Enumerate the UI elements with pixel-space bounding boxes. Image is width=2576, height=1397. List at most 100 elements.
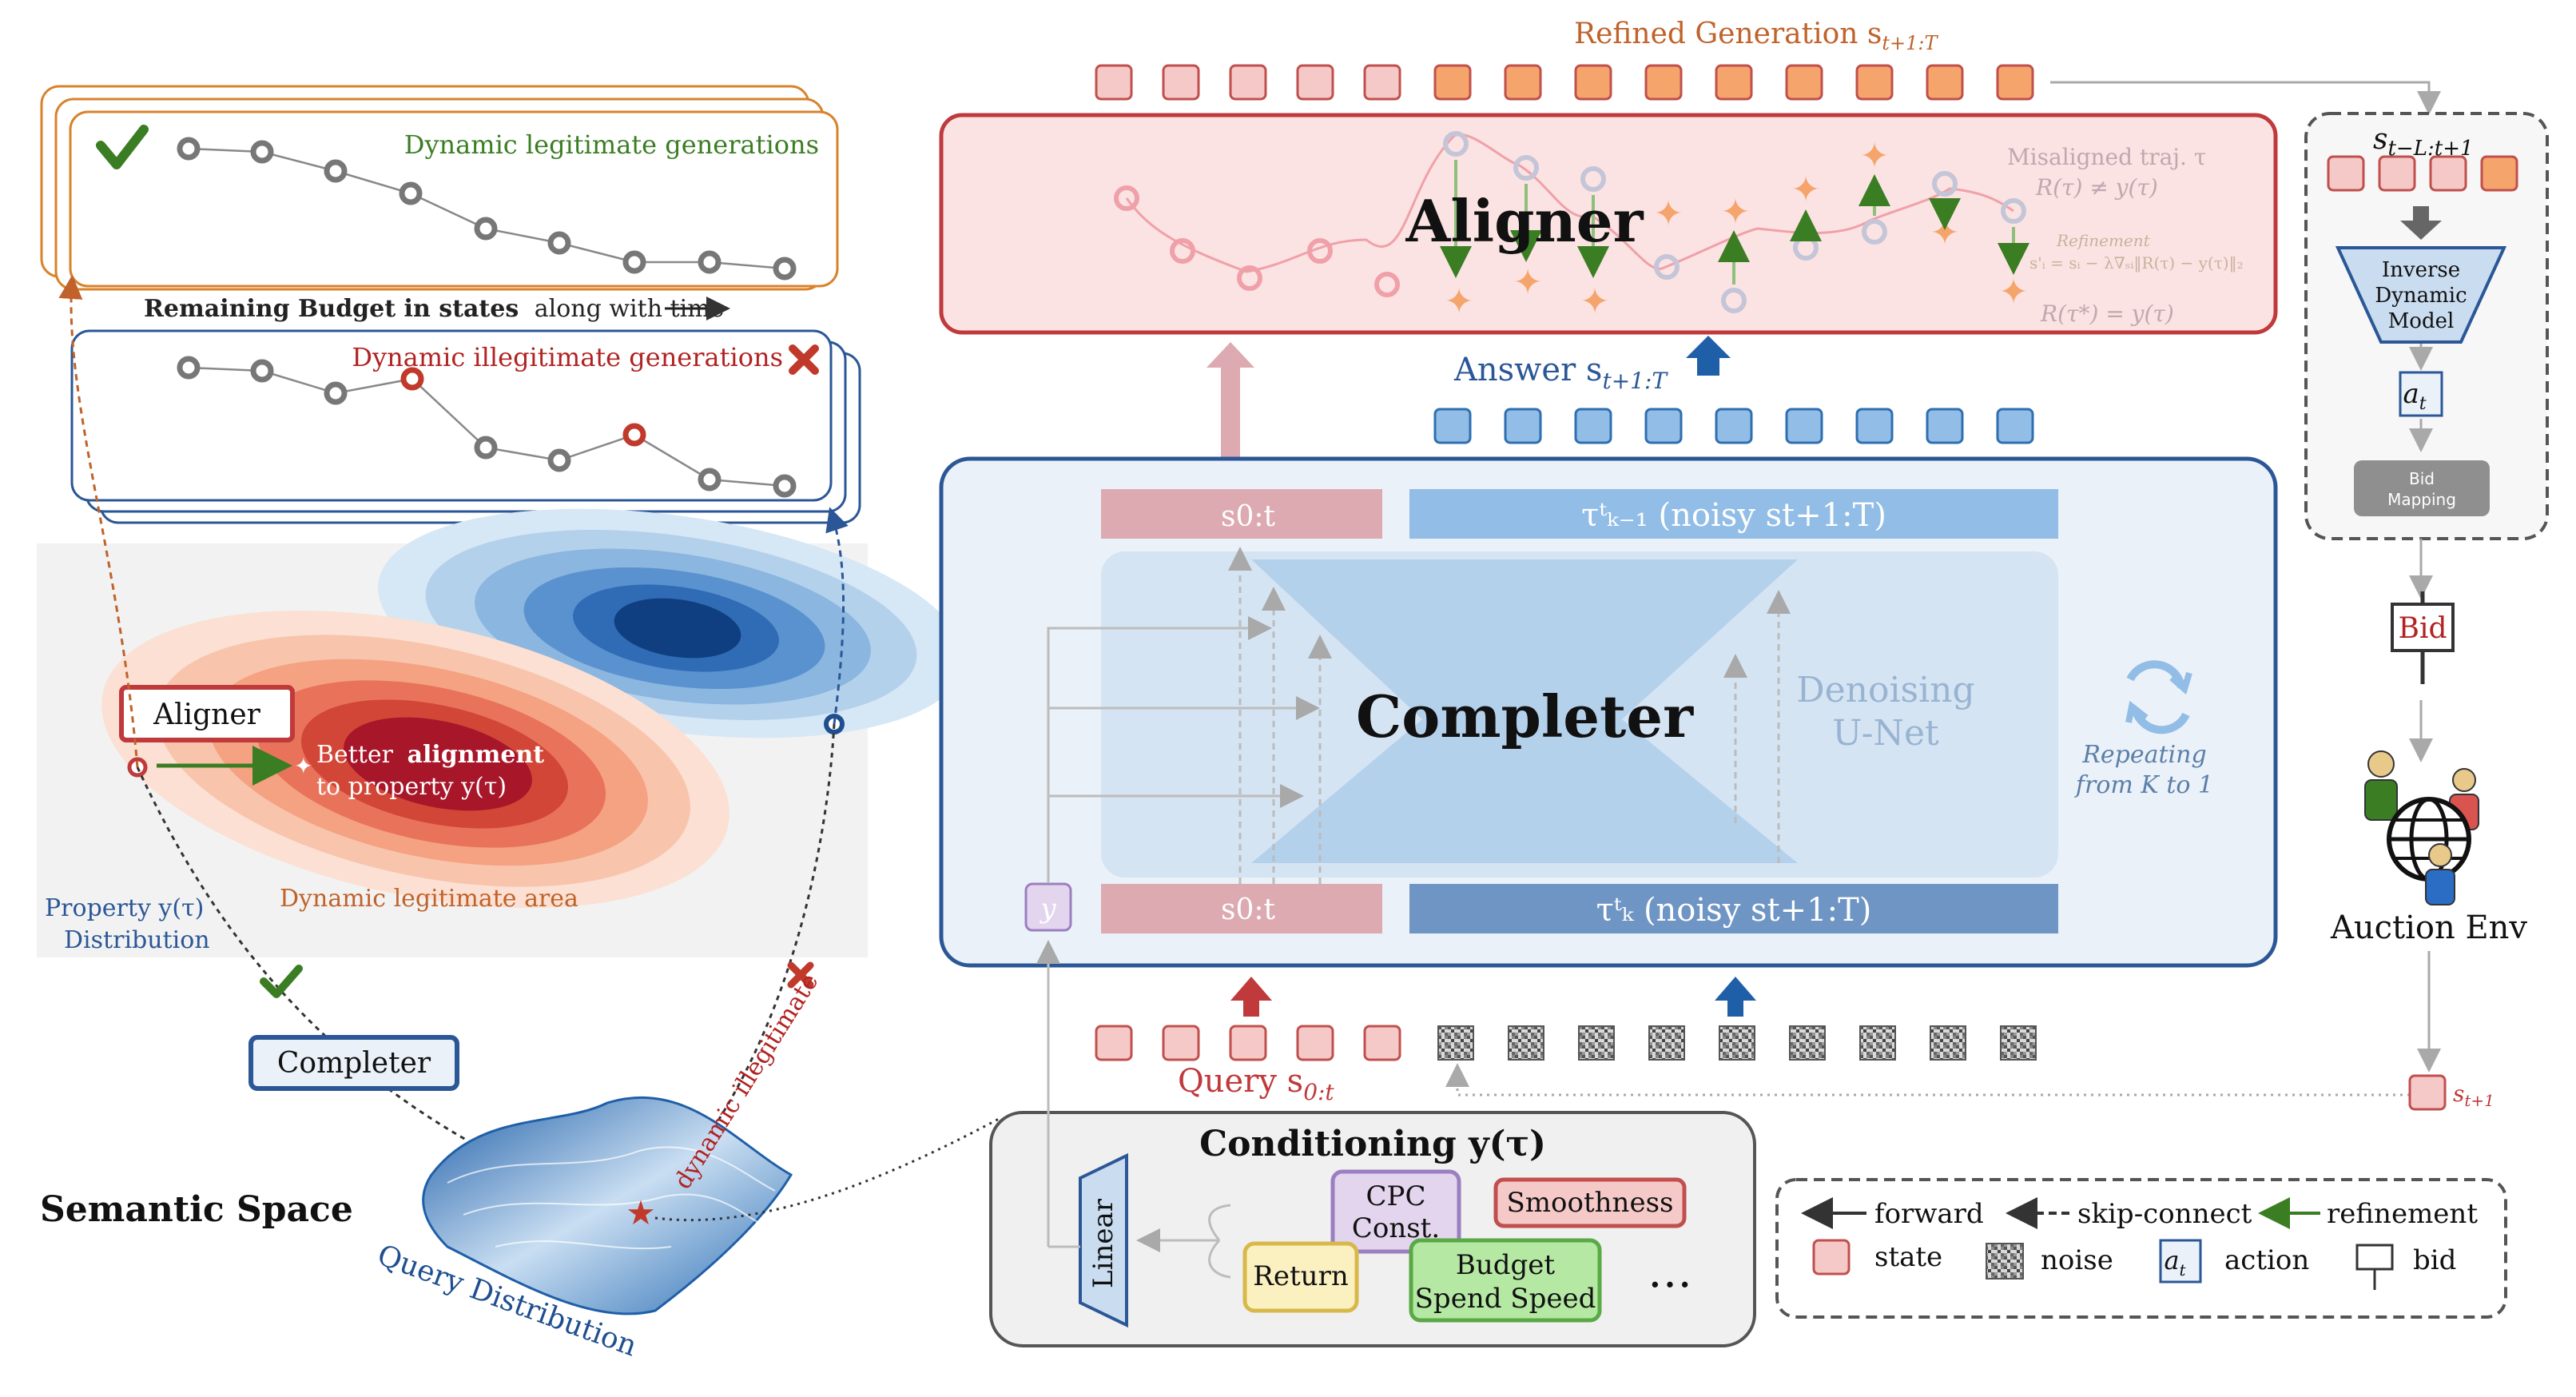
bid-sign	[2391, 591, 2455, 684]
legend-action-swatch	[2159, 1239, 2202, 1284]
aligner-box	[939, 113, 2278, 335]
illegit-caption: Dynamic illegitimate generations	[352, 342, 783, 372]
svg-text:✦: ✦	[1580, 281, 1610, 322]
refinement-formula: s'ᵢ = sᵢ − λ∇ₛᵢ‖R(τ) − y(τ)‖₂	[2029, 253, 2244, 273]
cpc-label-1: CPC	[1366, 1180, 1426, 1212]
cross-icon	[787, 961, 814, 989]
refined-generation-label: Refined Generation st+1:T	[1574, 18, 1939, 54]
bid-label: Bid	[2398, 612, 2447, 645]
cpc-box	[1330, 1169, 1461, 1254]
refinement-label: Refinement	[2056, 231, 2151, 250]
inverse-label-1: Inverse	[2382, 258, 2460, 282]
legend-bid-label: bid	[2413, 1244, 2456, 1276]
conditioning-title: Conditioning y(τ)	[1199, 1124, 1546, 1164]
legend: forward skip-connect refinement state no…	[1775, 1178, 2507, 1319]
action-box	[2399, 371, 2443, 417]
answer-states	[1433, 408, 2034, 444]
legend-box	[1775, 1178, 2507, 1319]
repeating-label-2: from K to 1	[2074, 771, 2213, 799]
skip-connections	[1228, 547, 1791, 884]
misaligned-label: Misaligned traj. τ	[2007, 144, 2206, 170]
repeating-label-1: Repeating	[2081, 741, 2206, 769]
repeat-icon	[2125, 660, 2192, 734]
auction-env-label: Auction Env	[2330, 909, 2527, 946]
svg-text:✦: ✦	[1654, 193, 1684, 234]
budget-label-1: Budget	[1456, 1249, 1556, 1281]
query-to-conditioning	[654, 1117, 1000, 1222]
next-state-feedback	[1445, 1063, 2410, 1097]
next-state-box	[2408, 1074, 2447, 1111]
action-label: at	[2403, 378, 2426, 414]
svg-text:✦: ✦	[1445, 281, 1474, 322]
budget-label-2: Spend Speed	[1415, 1283, 1596, 1315]
bid-mapping-box	[2354, 460, 2490, 516]
legend-refinement-label: refinement	[2327, 1198, 2478, 1230]
completer-to-aligner-arrow	[1207, 342, 1254, 475]
property-distribution-contour: Aligner ✦ Better alignment to property y…	[37, 508, 964, 957]
legend-action-symbol: at	[2164, 1245, 2186, 1280]
left-panel: Dynamic legitimate generations Remaining…	[37, 85, 1000, 1363]
refined-to-window-arrow	[2050, 81, 2441, 115]
conditioning-arrows	[1047, 616, 1320, 882]
linear-layer	[1079, 1152, 1128, 1328]
budget-speed-box	[1409, 1238, 1602, 1323]
svg-text:✦: ✦	[1513, 262, 1543, 303]
legit-area-label: Dynamic legitimate area	[280, 885, 578, 913]
tau-top-label: τᵗₖ₋₁ (noisy st+1:T)	[1581, 497, 1886, 534]
svg-text:✦: ✦	[1860, 136, 1890, 177]
bid-mapping-label-1: Bid	[2409, 469, 2435, 488]
legit-connector	[58, 275, 139, 768]
completer-title: Completer	[1356, 683, 1694, 750]
legend-state-label: state	[1874, 1241, 1942, 1273]
linear-label: Linear	[1087, 1198, 1119, 1288]
illegit-state-points	[177, 356, 797, 498]
query-states	[1095, 1025, 1401, 1061]
illegit-path	[638, 723, 836, 1216]
unet-hourglass	[1251, 559, 1798, 863]
noise-states	[1437, 1025, 2037, 1061]
budget-caption: Remaining Budget in states along with ti…	[144, 295, 724, 323]
legend-forward-label: forward	[1874, 1198, 1984, 1230]
right-panel: st−L:t+1 Inverse Dynamic Model at Bid Ma…	[2304, 112, 2549, 1111]
refined-states	[1095, 64, 2034, 101]
answer-label: Answer st+1:T	[1453, 352, 1668, 394]
auction-env-icon	[2364, 750, 2479, 905]
check-icon	[96, 125, 149, 169]
r-eq-label: R(τ*) = y(τ)	[2040, 300, 2174, 327]
s0t-top-bar	[1101, 489, 1382, 539]
tau-bottom-bar	[1409, 884, 2058, 933]
tau-top-bar	[1409, 489, 2058, 539]
svg-text:✦: ✦	[1791, 169, 1821, 210]
refinement-arrows	[1440, 160, 2029, 285]
s0t-top-label: s0:t	[1221, 500, 1276, 533]
blue-contour	[378, 508, 964, 738]
better-alignment-text: Better alignment	[316, 741, 544, 769]
next-state-label: st+1	[2453, 1081, 2495, 1110]
aligner-tag-label: Aligner	[153, 698, 261, 731]
inverse-label-2: Dynamic	[2375, 284, 2467, 308]
svg-text:✦: ✦	[1721, 192, 1751, 233]
legend-skip-label: skip-connect	[2077, 1198, 2252, 1230]
inverse-dynamic-model	[2335, 246, 2507, 344]
better-alignment-text-2: to property y(τ)	[316, 773, 507, 801]
legit-state-points	[177, 137, 797, 281]
legend-state-swatch	[1812, 1239, 1851, 1276]
query-star: ★	[626, 1193, 656, 1232]
aligner-tag	[119, 685, 295, 742]
branch-lines	[1136, 1204, 1231, 1279]
center-panel: Refined Generation st+1:T	[939, 18, 2441, 1347]
aligner-title: Aligner	[1405, 187, 1644, 255]
tau-bottom-label: τᵗₖ (noisy st+1:T)	[1596, 892, 1872, 929]
completer-tag	[248, 1035, 459, 1091]
illegit-connector	[825, 507, 849, 725]
s0t-bottom-bar	[1101, 884, 1382, 933]
y-box-label: y	[1039, 893, 1056, 925]
answer-up-arrow	[1686, 336, 1731, 376]
legit-caption: Dynamic legitimate generations	[404, 129, 819, 160]
svg-text:✦: ✦	[1999, 272, 2029, 312]
query-label: Query s0:t	[1178, 1063, 1334, 1105]
noise-up-arrow	[1715, 977, 1756, 1017]
legend-action-label: action	[2224, 1244, 2309, 1276]
check-icon	[260, 965, 303, 998]
y-box	[1024, 882, 1072, 932]
